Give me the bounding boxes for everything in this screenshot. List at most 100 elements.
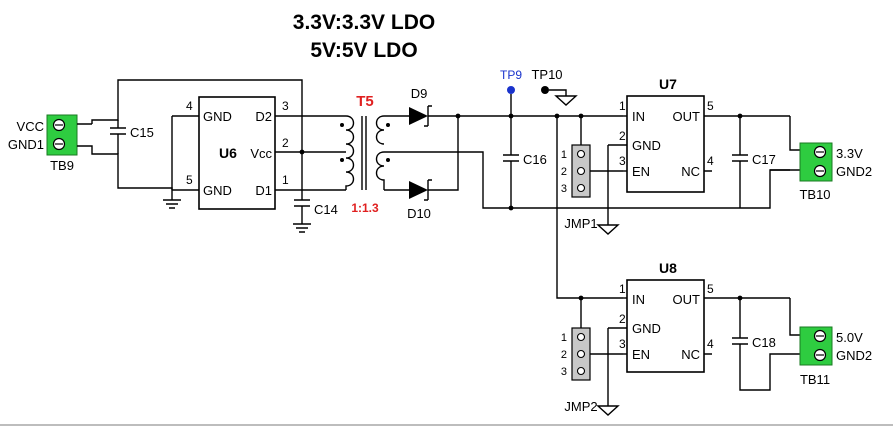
- terminal-block-tb10: [799, 142, 833, 182]
- ground-icon: [293, 223, 311, 233]
- tb9-pin2-label: GND1: [8, 137, 44, 152]
- u8-pin2: 2: [619, 312, 626, 326]
- u7-pin2: 2: [619, 129, 626, 143]
- u6-gnd-bot: GND: [203, 183, 232, 198]
- u8-out: OUT: [673, 292, 701, 307]
- test-point-tp10: [541, 86, 549, 94]
- junction-dot: [554, 113, 560, 119]
- jmp2-pin2: 2: [561, 349, 567, 361]
- ground-icon: [596, 224, 620, 235]
- u7-nc: NC: [681, 164, 700, 179]
- ground-icon: [549, 89, 578, 106]
- ic-u6: [198, 96, 276, 210]
- ground-icon: [163, 199, 181, 209]
- tb10-pin1-label: 3.3V: [836, 146, 863, 161]
- tb10-ref: TB10: [799, 187, 830, 202]
- t5-ratio: 1:1.3: [351, 201, 379, 215]
- jumper-pin: [576, 349, 586, 359]
- ic-u8: [626, 279, 705, 373]
- u7-out: OUT: [673, 109, 701, 124]
- u7-pin5: 5: [707, 99, 714, 113]
- u7-pin4: 4: [707, 154, 714, 168]
- u8-pin5: 5: [707, 282, 714, 296]
- ground-icon: [596, 405, 620, 416]
- c16-label: C16: [523, 152, 547, 167]
- jumper-pin: [576, 149, 586, 159]
- u8-en: EN: [632, 347, 650, 362]
- u6-d1: D1: [255, 183, 272, 198]
- wire-u8-out: [704, 297, 790, 355]
- jmp1-pin1: 1: [561, 149, 567, 161]
- tp9-label: TP9: [500, 68, 522, 82]
- u6-pin1: 1: [282, 173, 289, 187]
- u8-gnd: GND: [632, 321, 661, 336]
- wire-u8-in: [556, 116, 623, 299]
- u6-pin4: 4: [186, 99, 193, 113]
- u8-pin1: 1: [619, 282, 626, 296]
- capacitor-c16: [503, 116, 519, 208]
- wire-gnd1: [77, 145, 173, 200]
- diode-d9: [409, 105, 432, 127]
- wire-tb11: [789, 298, 800, 336]
- u7-gnd: GND: [632, 138, 661, 153]
- junction-dot: [578, 113, 584, 119]
- title-line-1: 3.3V:3.3V LDO: [293, 11, 435, 34]
- t5-ref: T5: [356, 93, 374, 110]
- jmp2-pin1: 1: [561, 332, 567, 344]
- tb9-pin1-label: VCC: [17, 119, 44, 134]
- u8-in: IN: [632, 292, 645, 307]
- c14-label: C14: [314, 202, 338, 217]
- u7-in: IN: [632, 109, 645, 124]
- u7-pin3: 3: [619, 154, 626, 168]
- wire-u7-gnd: [607, 144, 627, 225]
- u8-pin3: 3: [619, 337, 626, 351]
- tb11-pin2-label: GND2: [836, 348, 872, 363]
- capacitor-c14: [294, 110, 310, 224]
- test-point-tp9: [507, 86, 515, 94]
- jmp1-pin2: 2: [561, 166, 567, 178]
- jmp1-pin3: 3: [561, 183, 567, 195]
- wire-u8-gnd: [607, 327, 627, 406]
- terminal-block-tb9: [46, 114, 78, 156]
- junction-dot: [737, 295, 743, 301]
- title-line-2: 5V:5V LDO: [310, 39, 417, 62]
- wire-vcc: [77, 79, 303, 125]
- u7-en: EN: [632, 164, 650, 179]
- jmp1-ref: JMP1: [564, 216, 597, 231]
- jumper-pin: [576, 366, 586, 376]
- capacitor-c17: [732, 116, 748, 208]
- junction-dot: [737, 113, 743, 119]
- c15-label: C15: [130, 125, 154, 140]
- c18-label: C18: [752, 335, 776, 350]
- tb11-ref: TB11: [800, 372, 830, 387]
- u6-pin3: 3: [282, 99, 289, 113]
- tb10-pin2-label: GND2: [836, 164, 872, 179]
- ic-u7: [626, 95, 705, 193]
- jumper-pin: [576, 166, 586, 176]
- junction-dot: [455, 113, 461, 119]
- u7-pin1: 1: [619, 99, 626, 113]
- tb11-pin1-label: 5.0V: [836, 330, 863, 345]
- u7-ref: U7: [659, 76, 677, 92]
- jumper-pin: [576, 183, 586, 193]
- u6-pin5: 5: [186, 173, 193, 187]
- transformer-t5: [340, 115, 390, 190]
- wire-d10-out: [428, 116, 459, 191]
- d10-label: D10: [407, 206, 431, 221]
- wire-sec-center: [384, 151, 740, 209]
- c17-label: C17: [752, 152, 776, 167]
- jmp2-pin3: 3: [561, 366, 567, 378]
- u8-ref: U8: [659, 260, 677, 276]
- junction-dot: [508, 205, 514, 211]
- wire-u6-gnd: [171, 115, 199, 191]
- d9-label: D9: [411, 86, 428, 101]
- u8-pin4: 4: [707, 337, 714, 351]
- capacitor-c15: [110, 120, 126, 154]
- jumper-pin: [576, 332, 586, 342]
- u6-gnd-top: GND: [203, 109, 232, 124]
- capacitor-c18: [732, 298, 800, 391]
- u6-pin2: 2: [282, 136, 289, 150]
- u6-ref: U6: [219, 145, 237, 161]
- jmp2-ref: JMP2: [564, 399, 597, 414]
